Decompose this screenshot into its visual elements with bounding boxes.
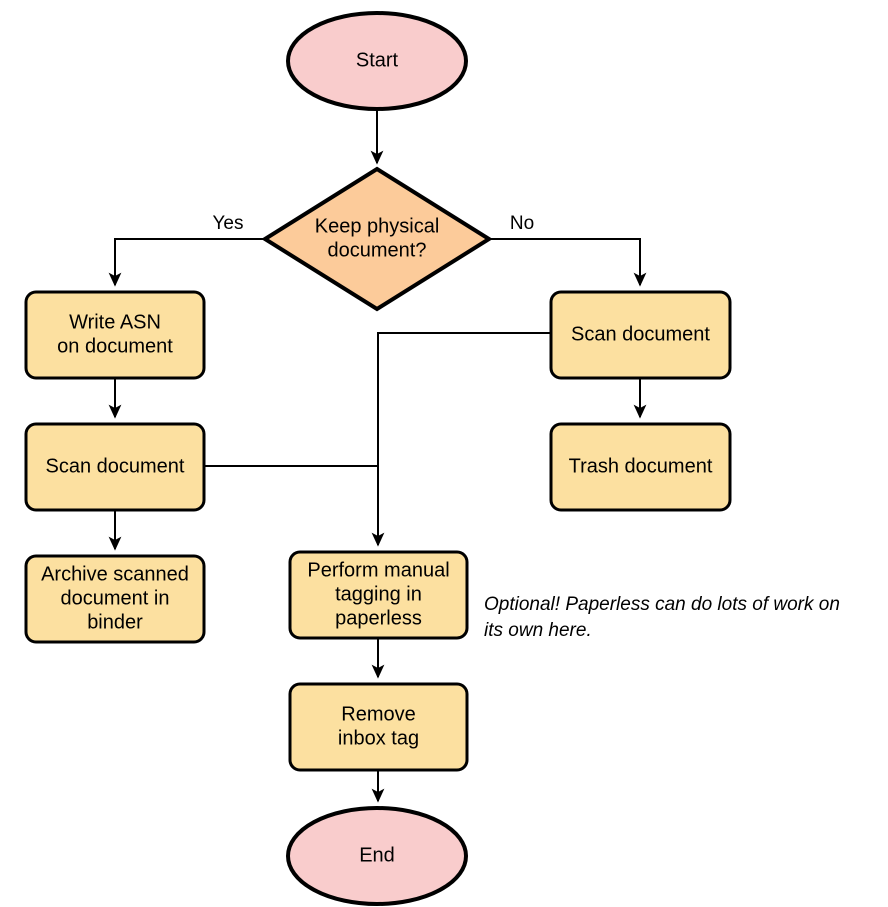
node-scan-document-left[interactable]: Scan document [24,422,206,512]
edges-layer [108,110,647,803]
node-label-keep-physical-document: Keep physical [315,215,440,237]
node-label-archive-scanned-document-in-binder: document in [61,587,170,609]
node-shape-rect [24,554,206,644]
node-label-write-asn-on-document: Write ASN [69,311,161,333]
node-shape-rect [288,682,469,772]
annotation-line: Optional! Paperless can do lots of work … [484,594,840,615]
annotation-note: Optional! Paperless can do lots of work … [484,594,840,641]
node-shape-ellipse [286,11,468,111]
node-shape-ellipse [286,806,468,906]
node-trash-document[interactable]: Trash document [549,422,732,512]
node-start[interactable]: Start [286,11,468,111]
edge-decision-no-to-scan-right [489,238,647,287]
edge-label-decision-no-to-scan-right: No [510,213,534,234]
node-label-archive-scanned-document-in-binder: binder [87,611,143,633]
node-label-perform-manual-tagging-in-paperless: paperless [335,607,422,629]
node-shape-rect [288,550,469,640]
node-label-trash-document: Trash document [569,455,713,477]
edge-decision-yes-to-write-asn [108,238,265,287]
edge-labels-layer: Yes No [213,213,535,234]
node-label-archive-scanned-document-in-binder: Archive scanned [41,563,189,585]
node-label-remove-inbox-tag: inbox tag [338,727,419,749]
node-scan-document-right[interactable]: Scan document [549,290,732,380]
node-label-perform-manual-tagging-in-paperless: Perform manual [307,559,449,581]
node-label-perform-manual-tagging-in-paperless: tagging in [335,583,422,605]
node-label-start: Start [356,49,399,71]
annotation-line: its own here. [484,620,592,641]
edge-label-decision-yes-to-write-asn: Yes [213,213,244,234]
node-label-keep-physical-document: document? [328,239,427,261]
node-label-remove-inbox-tag: Remove [341,703,415,725]
node-end[interactable]: End [286,806,468,906]
node-shape-rect [549,290,732,380]
node-label-scan-document-left: Scan document [46,455,185,477]
node-label-scan-document-right: Scan document [571,323,710,345]
node-shape-diamond [261,166,493,312]
node-shape-rect [24,422,206,512]
node-label-write-asn-on-document: on document [57,335,173,357]
edge-scan-right-to-manual-tagging [371,332,551,547]
node-label-end: End [359,844,395,866]
node-shape-rect [24,290,206,380]
node-shape-rect [549,422,732,512]
